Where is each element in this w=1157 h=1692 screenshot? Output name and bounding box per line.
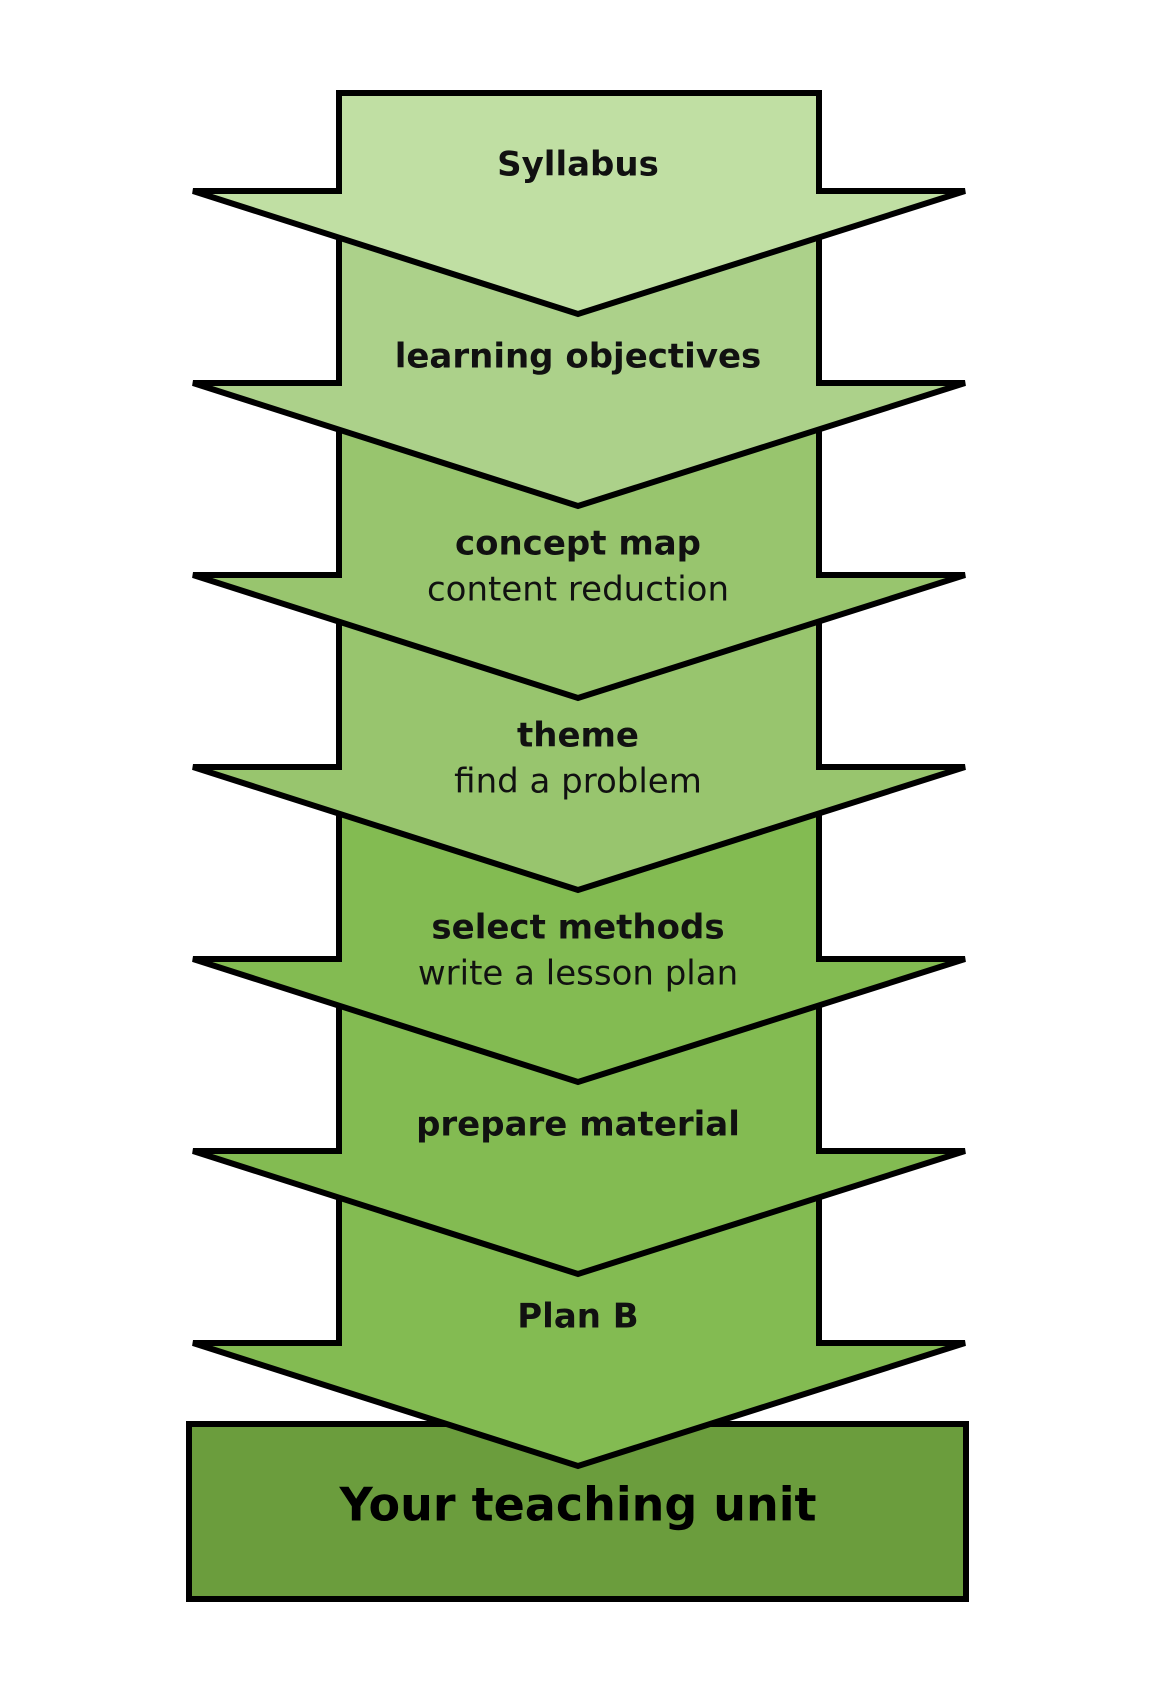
step-title-three: concept map: [455, 524, 701, 564]
step-title-one: Syllabus: [497, 145, 659, 185]
step-subtitle-three: content reduction: [427, 570, 729, 610]
step-title-four: theme: [517, 716, 639, 756]
step-four: theme find a problem: [192, 564, 966, 894]
step-title-six: prepare material: [416, 1105, 740, 1145]
step-one: Syllabus: [192, 90, 966, 318]
step-title-five: select methods: [431, 908, 724, 948]
steps-layer: Plan B prepare material select methods writ…: [192, 90, 966, 1470]
step-title-seven: Plan B: [517, 1297, 638, 1337]
step-seven: Plan B: [192, 1140, 966, 1470]
step-arrow-one: [192, 90, 966, 318]
step-five: select methods write a lesson plan: [192, 756, 966, 1086]
step-subtitle-four: find a problem: [454, 762, 702, 802]
step-subtitle-five: write a lesson plan: [418, 954, 738, 994]
step-title-two: learning objectives: [395, 337, 762, 377]
result-label: Your teaching unit: [338, 1478, 816, 1532]
